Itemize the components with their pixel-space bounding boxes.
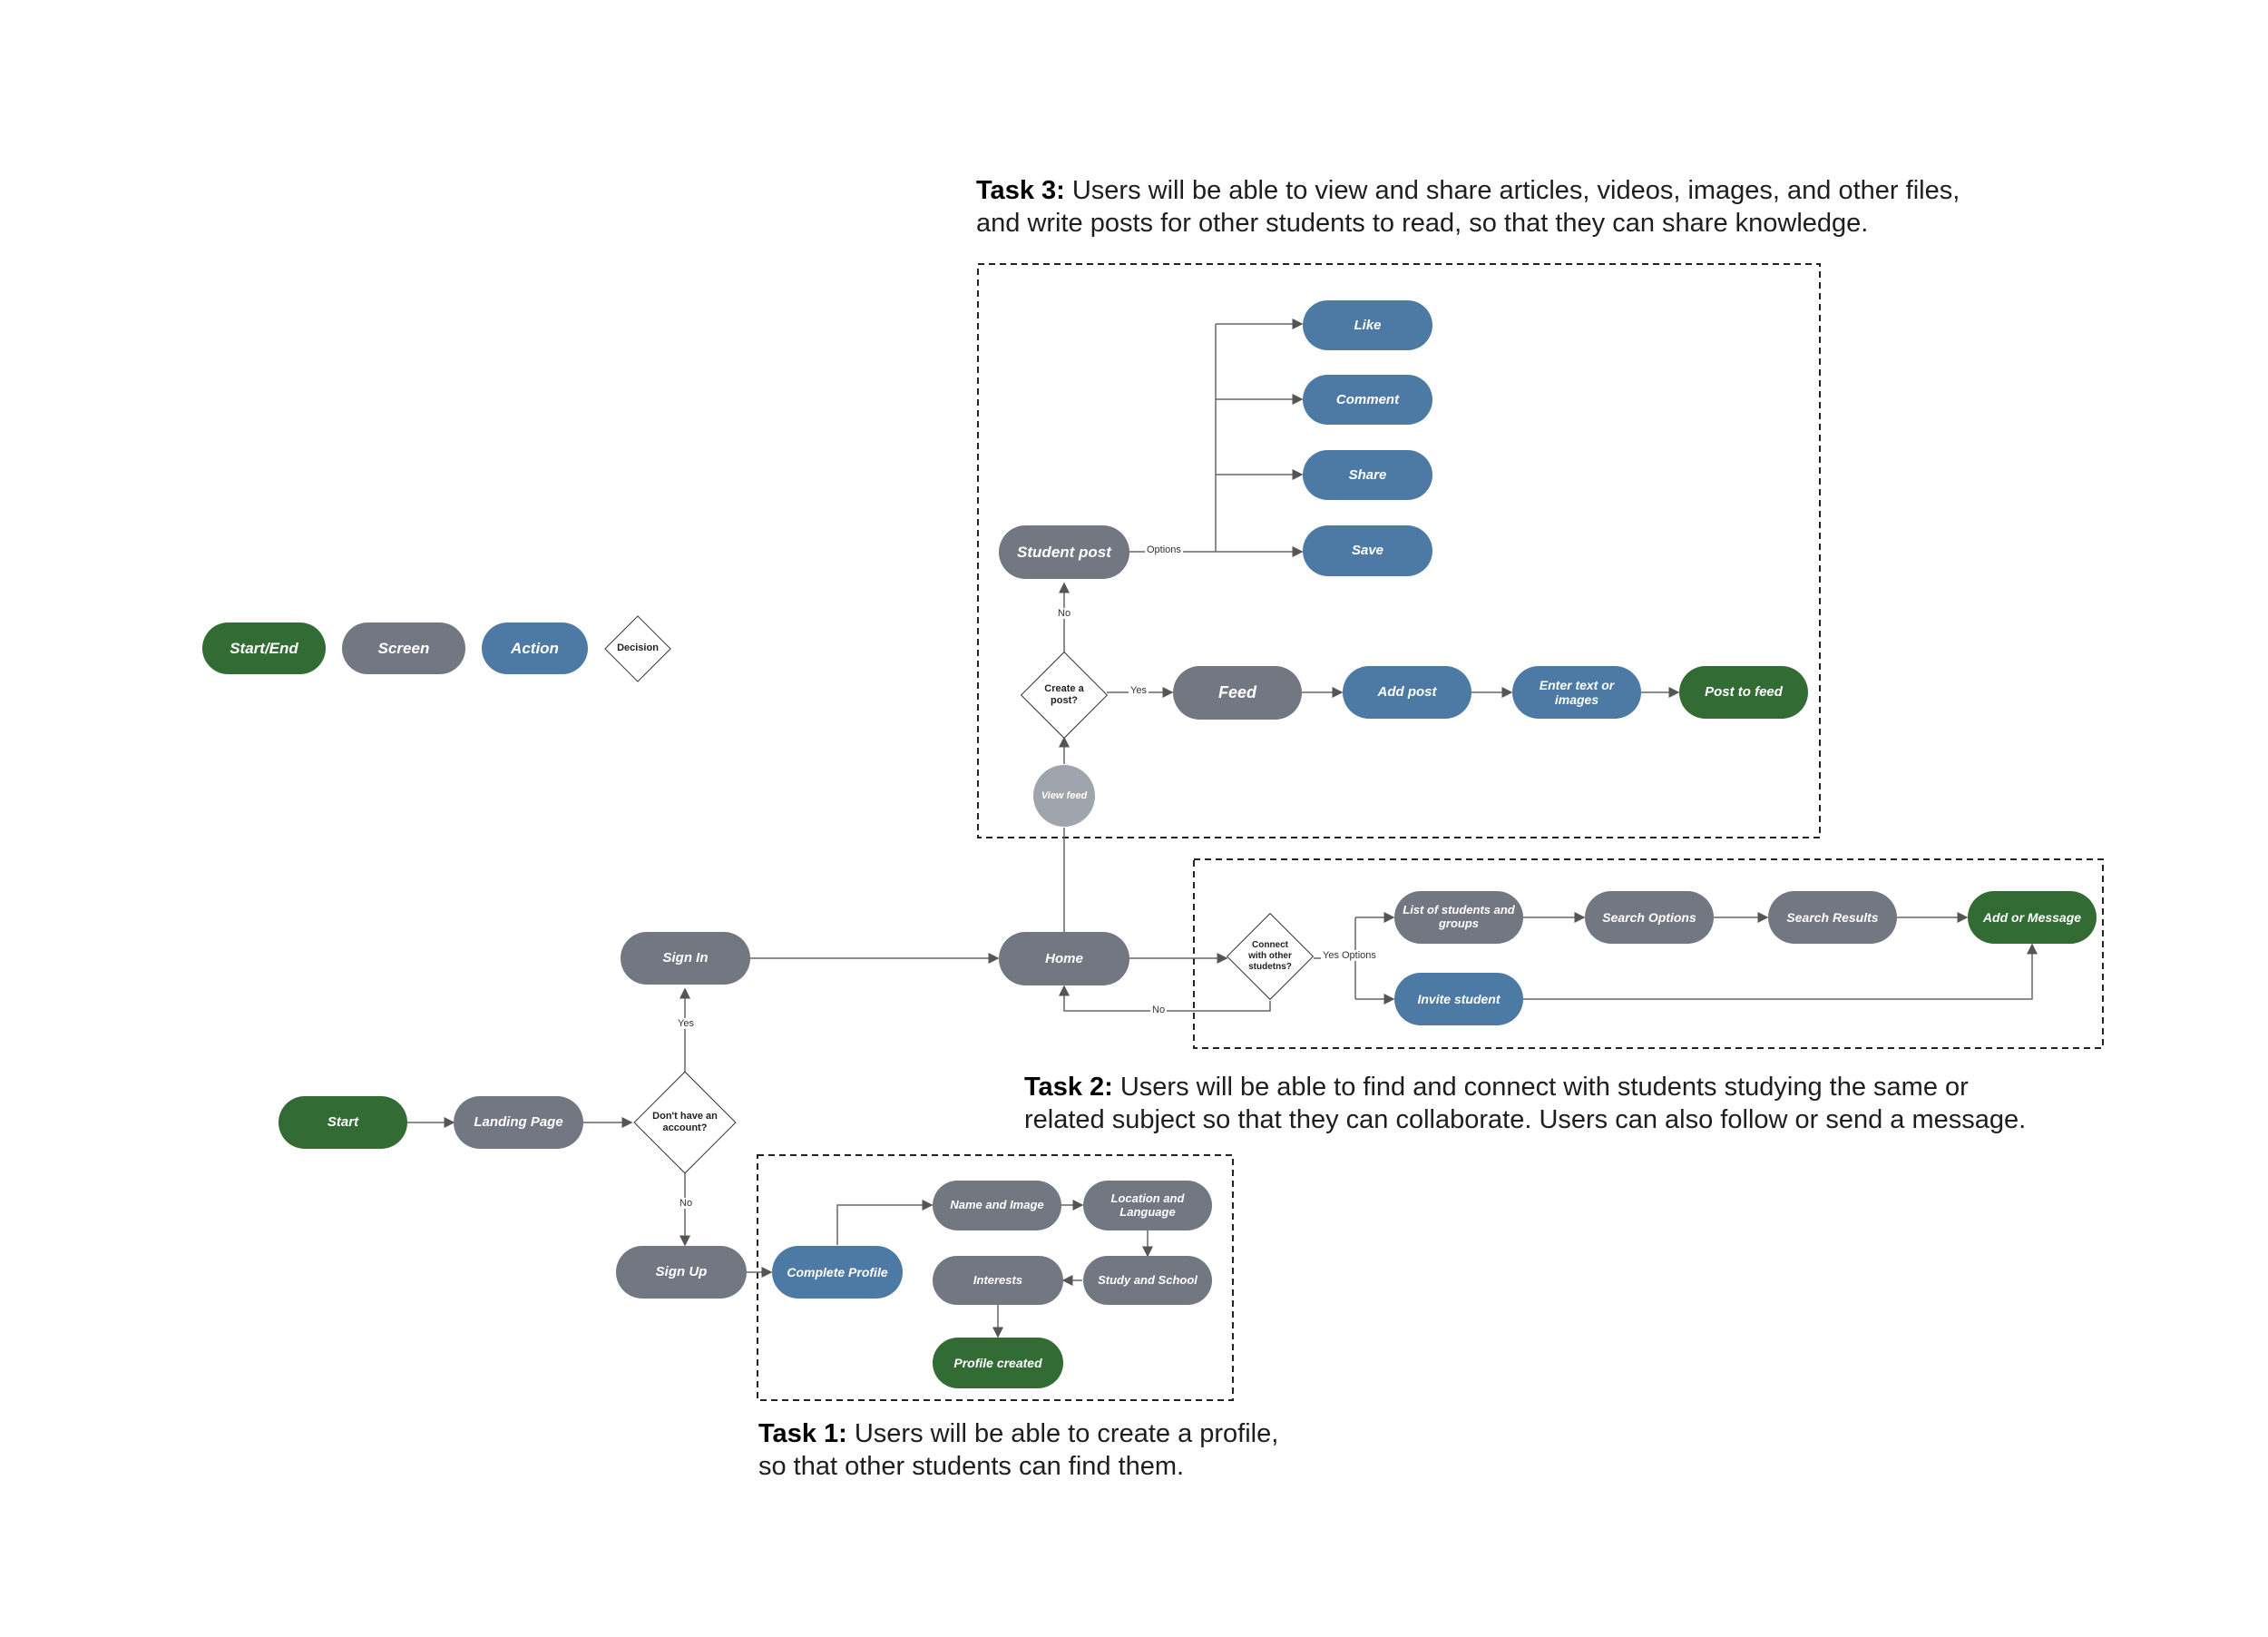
task2-label: Task 2:	[1024, 1073, 1113, 1102]
edge-label-no-signup: No	[678, 1198, 695, 1209]
node-add-post: Add post	[1343, 666, 1471, 719]
legend-screen: Screen	[342, 622, 465, 674]
node-start: Start	[279, 1096, 407, 1149]
node-invite-student: Invite student	[1394, 973, 1523, 1025]
node-profile-created: Profile created	[933, 1338, 1063, 1388]
task3-text-line2: and write posts for other students to re…	[976, 209, 1869, 239]
legend-start-end: Start/End	[202, 622, 326, 674]
edge-label-no-home: No	[1150, 1005, 1168, 1015]
node-view-feed: View feed	[1033, 765, 1095, 827]
task2-text-line2: related subject so that they can collabo…	[1024, 1105, 2027, 1135]
node-comment: Comment	[1303, 375, 1432, 425]
task2-group-box	[1193, 858, 2104, 1049]
legend-action: Action	[482, 622, 588, 674]
node-complete-profile: Complete Profile	[772, 1246, 903, 1299]
node-sign-in: Sign In	[621, 932, 750, 985]
edge-label-yes-signin: Yes	[676, 1018, 696, 1029]
decision-dont-have-account-label: Don't have an account?	[652, 1110, 718, 1133]
task2-text: Users will be able to find and connect w…	[1119, 1073, 1969, 1102]
decision-connect-students: Connect with other studetns?	[1226, 912, 1315, 1001]
edge-label-no-student-post: No	[1056, 608, 1073, 619]
node-share: Share	[1303, 450, 1432, 500]
node-home: Home	[999, 932, 1129, 985]
task3-text: Users will be able to view and share art…	[1071, 176, 1960, 205]
decision-dont-have-account: Don't have an account?	[631, 1071, 738, 1174]
node-search-results: Search Results	[1768, 891, 1897, 944]
task1-text-line2: so that other students can find them.	[758, 1452, 1185, 1482]
task3-description: Task 3: Users will be able to view and s…	[976, 174, 1960, 240]
edge-label-yes-options: Yes Options	[1321, 950, 1378, 961]
decision-connect-students-label: Connect with other studetns?	[1248, 940, 1292, 972]
task1-description: Task 1: Users will be able to create a p…	[758, 1417, 1278, 1484]
node-study-school: Study and School	[1083, 1256, 1212, 1305]
legend-decision: Decision	[604, 615, 671, 682]
task1-label: Task 1:	[758, 1419, 847, 1448]
node-landing-page: Landing Page	[454, 1096, 583, 1149]
node-post-to-feed: Post to feed	[1679, 666, 1808, 719]
node-sign-up: Sign Up	[616, 1246, 747, 1299]
node-like: Like	[1303, 300, 1432, 350]
node-student-post: Student post	[999, 525, 1129, 579]
edge-label-yes-feed: Yes	[1129, 685, 1149, 696]
node-interests: Interests	[933, 1256, 1063, 1305]
node-feed: Feed	[1173, 666, 1302, 720]
node-search-options: Search Options	[1585, 891, 1714, 944]
node-list-students: List of students and groups	[1394, 891, 1523, 944]
task1-text: Users will be able to create a profile,	[854, 1419, 1279, 1448]
task3-label: Task 3:	[976, 176, 1065, 205]
decision-create-post: Create a post?	[1019, 650, 1110, 740]
node-add-or-message: Add or Message	[1968, 891, 2097, 944]
node-location-language: Location and Language	[1083, 1181, 1212, 1230]
node-save: Save	[1303, 525, 1432, 576]
node-name-image: Name and Image	[933, 1181, 1061, 1230]
task1-group-box	[757, 1154, 1234, 1401]
task2-description: Task 2: Users will be able to find and c…	[1024, 1071, 2026, 1137]
decision-create-post-label: Create a post?	[1044, 682, 1084, 706]
node-enter-text: Enter text or images	[1512, 666, 1641, 719]
edge-label-options: Options	[1145, 544, 1183, 555]
legend-decision-label: Decision	[617, 642, 659, 654]
